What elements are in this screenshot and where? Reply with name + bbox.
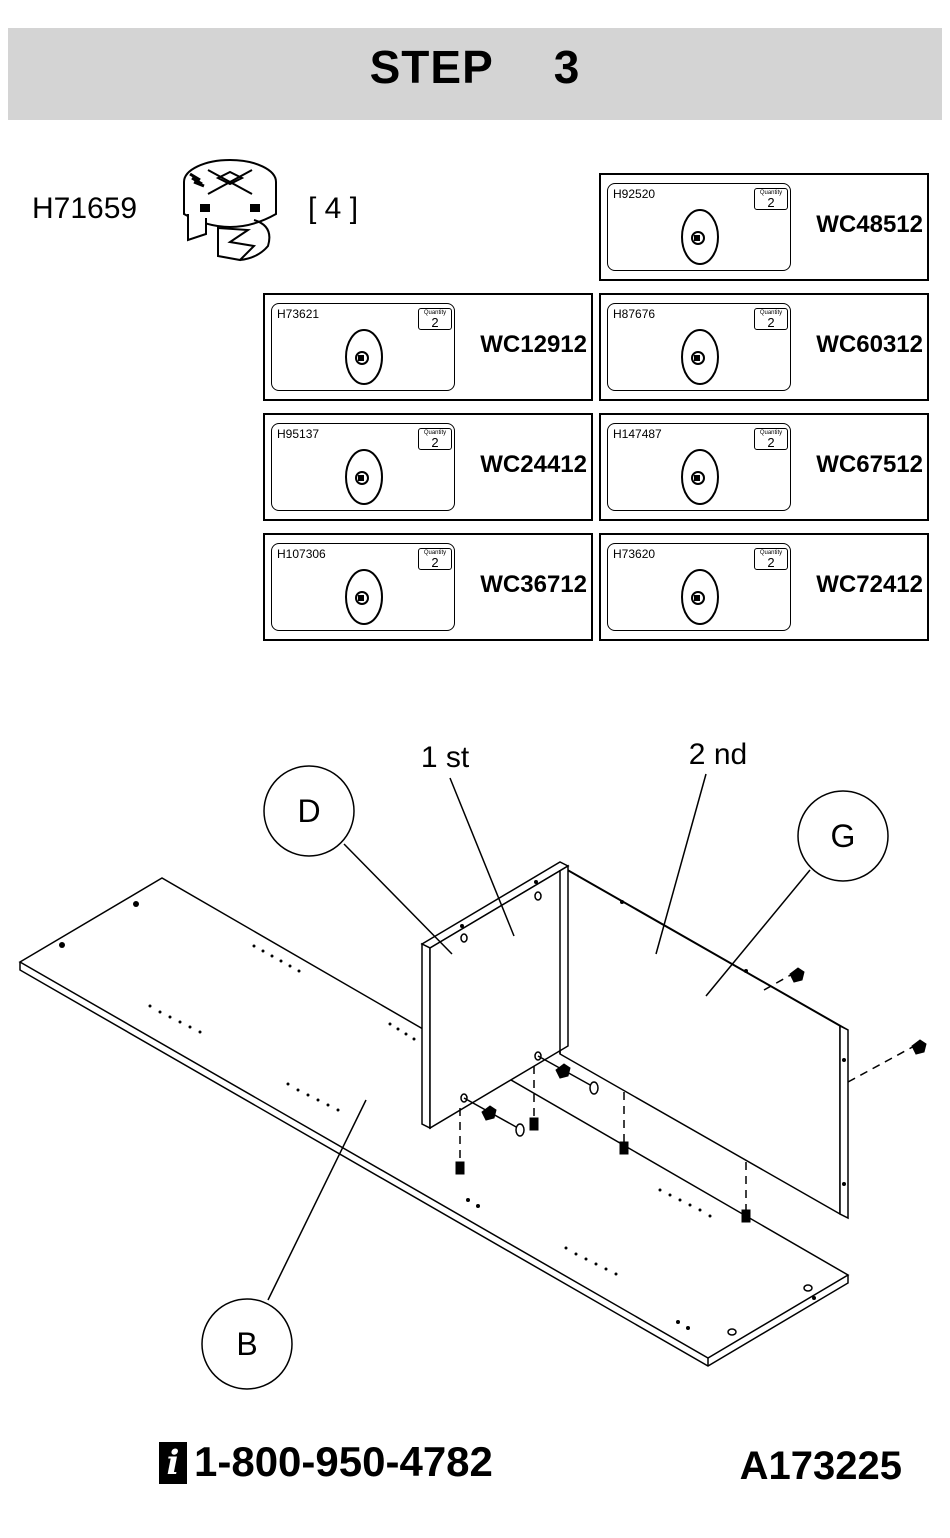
- quantity-value: 2: [419, 437, 451, 449]
- cam-bolt-icon: [344, 568, 384, 626]
- step-word: STEP: [370, 40, 494, 94]
- card-wc-code: WC24412: [480, 451, 587, 479]
- cam-bolt-icon: [680, 208, 720, 266]
- cam-bolt-icon: [344, 448, 384, 506]
- card-hcode: H147487: [613, 427, 662, 441]
- quantity-value: 2: [755, 437, 787, 449]
- label-first: 1 st: [421, 741, 470, 774]
- hardware-quantity: [ 4 ]: [308, 192, 358, 226]
- cam-bolt-icon: [344, 328, 384, 386]
- card-hcode: H87676: [613, 307, 655, 321]
- hardware-code: H71659: [32, 192, 137, 226]
- label-second: 2 nd: [689, 738, 747, 771]
- cam-bolt-icon: [680, 568, 720, 626]
- callout-label-g: G: [831, 818, 856, 854]
- step-title: STEP 3: [0, 40, 950, 94]
- card-wc-code: WC48512: [816, 211, 923, 239]
- callout-label-b: B: [236, 1326, 257, 1362]
- support-phone: 1-800-950-4782: [194, 1438, 493, 1486]
- card-wc-code: WC12912: [480, 331, 587, 359]
- quantity-value: 2: [419, 317, 451, 329]
- card-wc-code: WC36712: [480, 571, 587, 599]
- card-hcode: H95137: [277, 427, 319, 441]
- callout-label-d: D: [297, 793, 320, 829]
- document-code: A173225: [740, 1444, 902, 1489]
- assembly-diagram: D G B 1 st 2 nd: [0, 700, 950, 1420]
- card-hcode: H73620: [613, 547, 655, 561]
- cam-bolt-icon: [680, 448, 720, 506]
- card-hcode: H92520: [613, 187, 655, 201]
- cam-bolt-icon: [680, 328, 720, 386]
- card-wc-code: WC72412: [816, 571, 923, 599]
- quantity-value: 2: [755, 317, 787, 329]
- info-icon: i: [159, 1442, 187, 1484]
- quantity-value: 2: [755, 197, 787, 209]
- cam-lock-icon: [178, 156, 282, 268]
- card-hcode: H73621: [277, 307, 319, 321]
- step-number: 3: [554, 40, 581, 94]
- panel-d-shape: [422, 862, 568, 1128]
- quantity-value: 2: [755, 557, 787, 569]
- card-wc-code: WC60312: [816, 331, 923, 359]
- quantity-value: 2: [419, 557, 451, 569]
- card-wc-code: WC67512: [816, 451, 923, 479]
- card-hcode: H107306: [277, 547, 326, 561]
